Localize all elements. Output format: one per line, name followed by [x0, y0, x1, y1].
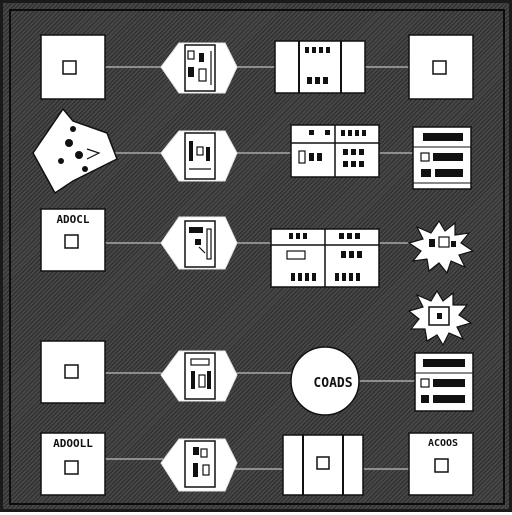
node-label-end-r5: ACOOS: [428, 438, 458, 449]
node-label-r5: ADOOLL: [53, 437, 93, 450]
node-square-r3: ADOCL: [40, 208, 106, 272]
square-icon: [62, 60, 77, 75]
square-icon: [432, 60, 447, 75]
node-square-end-r1: [408, 34, 474, 100]
diagram-inner-border: [9, 9, 505, 505]
node-list-r2: [412, 126, 472, 190]
row-1: [40, 34, 474, 100]
row-4: COADS: [40, 340, 474, 416]
row-3: ADOCL: [40, 208, 475, 288]
square-icon: [64, 234, 79, 249]
square-icon: [434, 458, 449, 473]
node-square-end-r5: ACOOS: [408, 432, 474, 496]
node-document-r1: [160, 42, 238, 94]
node-document-r2: [160, 130, 238, 182]
node-square-r5: ADOOLL: [40, 432, 106, 496]
row-5: ADOOLL ACOOS: [40, 432, 474, 496]
node-starburst-r3: [407, 219, 475, 275]
node-document-r4: [160, 350, 238, 402]
node-starburst-lone: [407, 289, 473, 347]
node-square-r1: [40, 34, 106, 100]
square-icon: [64, 364, 79, 379]
node-label-r3: ADOCL: [56, 213, 89, 226]
node-panel-r1: [274, 40, 366, 94]
square-icon: [316, 456, 330, 470]
node-document-r3: [160, 216, 238, 270]
circle-label-r4: COADS: [313, 376, 352, 391]
diagram-canvas: ADOCL: [32, 34, 475, 496]
node-circle-r4: COADS: [290, 346, 360, 416]
row-2: [32, 107, 472, 195]
node-square-r4: [40, 340, 106, 404]
node-document-r5: [160, 438, 238, 492]
node-panel-r5: [282, 434, 364, 496]
connector-lines: [105, 66, 415, 470]
node-list-r4: [414, 352, 474, 412]
square-icon: [64, 460, 79, 475]
node-table-r2: [290, 124, 380, 178]
node-table-r3: [270, 228, 380, 288]
node-torn-card-r2: [32, 107, 118, 195]
document-icon: [184, 440, 216, 488]
